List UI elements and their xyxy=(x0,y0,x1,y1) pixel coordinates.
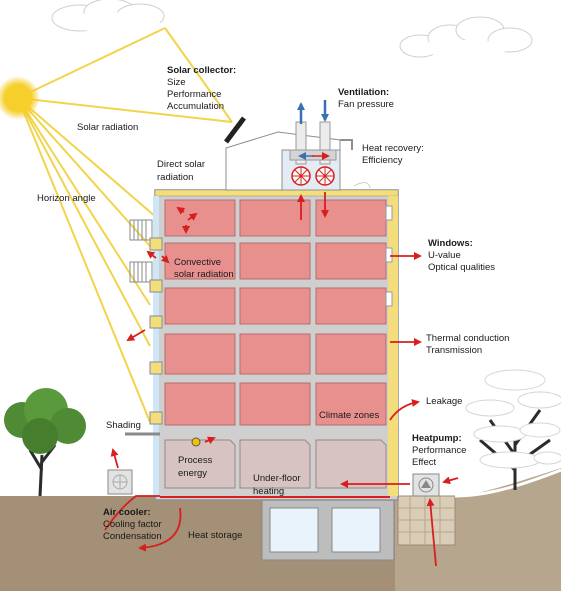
label-solar-radiation: Solar radiation xyxy=(77,122,138,133)
label-climate-zones: Climate zones xyxy=(319,410,379,421)
label-underfloor-1: Under-floor xyxy=(253,473,301,484)
label-process-energy-1: Process xyxy=(178,455,213,466)
label-heatpump-title: Heatpump: xyxy=(412,433,462,444)
label-heat-recovery-line1: Efficiency xyxy=(362,155,403,166)
label-heatpump-line1: Performance xyxy=(412,445,466,456)
air-cooler-unit xyxy=(107,469,133,495)
cloud-right xyxy=(399,16,533,58)
label-air-cooler-line1: Cooling factor xyxy=(103,519,162,530)
ground-floor-rooms xyxy=(164,439,387,489)
label-heatpump-line2: Effect xyxy=(412,457,436,468)
tree-left-icon xyxy=(4,388,86,497)
label-windows-line2: Optical qualities xyxy=(428,262,495,273)
right-windows xyxy=(385,205,393,307)
label-air-cooler-title: Air cooler: xyxy=(103,507,151,518)
red-arrows xyxy=(104,192,459,567)
solar-collector-panel xyxy=(224,116,246,144)
label-leakage: Leakage xyxy=(426,396,462,407)
sun-icon xyxy=(0,76,40,120)
label-process-energy-2: energy xyxy=(178,468,207,479)
rooms xyxy=(164,199,387,426)
label-thermal-conduction-2: Transmission xyxy=(426,345,482,356)
label-windows-line1: U-value xyxy=(428,250,461,261)
process-energy-bulb-icon xyxy=(191,437,201,447)
label-shading: Shading xyxy=(106,420,141,431)
label-windows-title: Windows: xyxy=(428,238,473,249)
label-thermal-conduction-1: Thermal conduction xyxy=(426,333,509,344)
label-solar-collector-line3: Accumulation xyxy=(167,101,224,112)
label-direct-solar-2: radiation xyxy=(157,172,193,183)
label-solar-collector-line2: Performance xyxy=(167,89,221,100)
basement xyxy=(261,497,395,561)
label-ventilation-line1: Fan pressure xyxy=(338,99,394,110)
label-convective-2: solar radiation xyxy=(174,269,234,280)
label-ventilation-title: Ventilation: xyxy=(338,87,389,98)
label-direct-solar-1: Direct solar xyxy=(157,159,205,170)
sun-rays xyxy=(17,27,233,423)
snowy-tree-icon xyxy=(465,369,561,490)
label-solar-collector-title: Solar collector: xyxy=(167,65,236,76)
ventilation-ducts xyxy=(289,121,337,186)
balconies xyxy=(129,219,163,425)
cloud-top xyxy=(51,0,165,32)
label-convective-1: Convective xyxy=(174,257,221,268)
label-heat-storage: Heat storage xyxy=(188,530,242,541)
heatpump-unit xyxy=(412,473,440,497)
label-underfloor-2: heating xyxy=(253,486,284,497)
label-heat-recovery-title: Heat recovery: xyxy=(362,143,424,154)
label-solar-collector-line1: Size xyxy=(167,77,185,88)
label-horizon-angle: Horizon angle xyxy=(37,193,96,204)
blue-arrows xyxy=(297,100,329,160)
label-air-cooler-line2: Condensation xyxy=(103,531,162,542)
